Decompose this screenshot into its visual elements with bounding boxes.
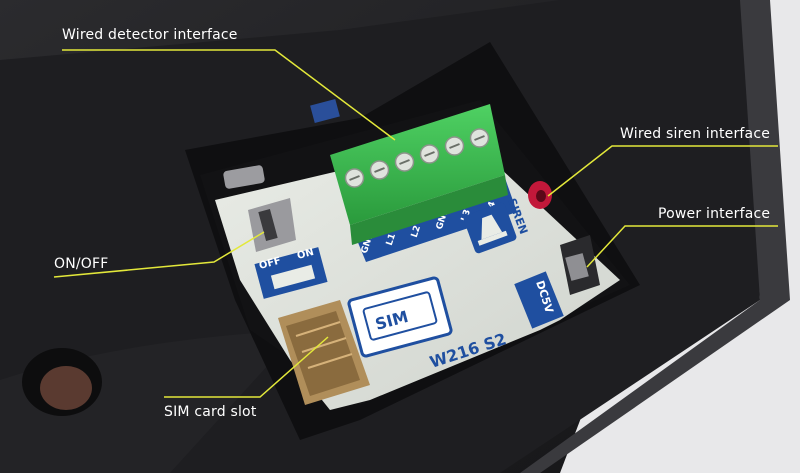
small-component	[310, 98, 340, 124]
callout-line-sim	[164, 336, 329, 398]
terminal-screw-slot	[374, 167, 385, 173]
terminal-screw-slot	[349, 175, 360, 181]
callout-lines	[53, 49, 778, 398]
power-interface-label: Power interface	[658, 206, 771, 222]
switch-on-text: ON	[296, 247, 315, 262]
terminal-screw-slot	[424, 151, 435, 157]
dc5v-label-bg	[514, 271, 564, 329]
terminal-screw-slot	[449, 143, 460, 149]
wired-detector-interface-label: Wired detector interface	[62, 27, 238, 43]
terminal-block	[330, 104, 508, 245]
sim-card-slot-label: SIM card slot	[164, 404, 257, 420]
callout-line-power	[586, 225, 778, 268]
sim-marking	[347, 276, 453, 358]
terminal-screw-slot	[474, 135, 485, 141]
siren-marking	[463, 202, 517, 254]
power-port	[560, 235, 600, 295]
sim-card-slot	[278, 300, 370, 405]
callout-line-detector	[62, 49, 396, 141]
callout-line-onoff	[53, 231, 265, 278]
slide-switch	[248, 198, 296, 252]
terminal-label: L2	[410, 224, 423, 239]
on-off-label: ON/OFF	[54, 256, 109, 272]
callout-line-siren	[547, 145, 778, 197]
siren-connector	[528, 181, 552, 209]
wired-siren-interface-label: Wired siren interface	[620, 126, 771, 142]
terminal-label: L1	[385, 232, 398, 247]
case-edge	[520, 0, 790, 473]
terminal-screw-slot	[399, 159, 410, 165]
